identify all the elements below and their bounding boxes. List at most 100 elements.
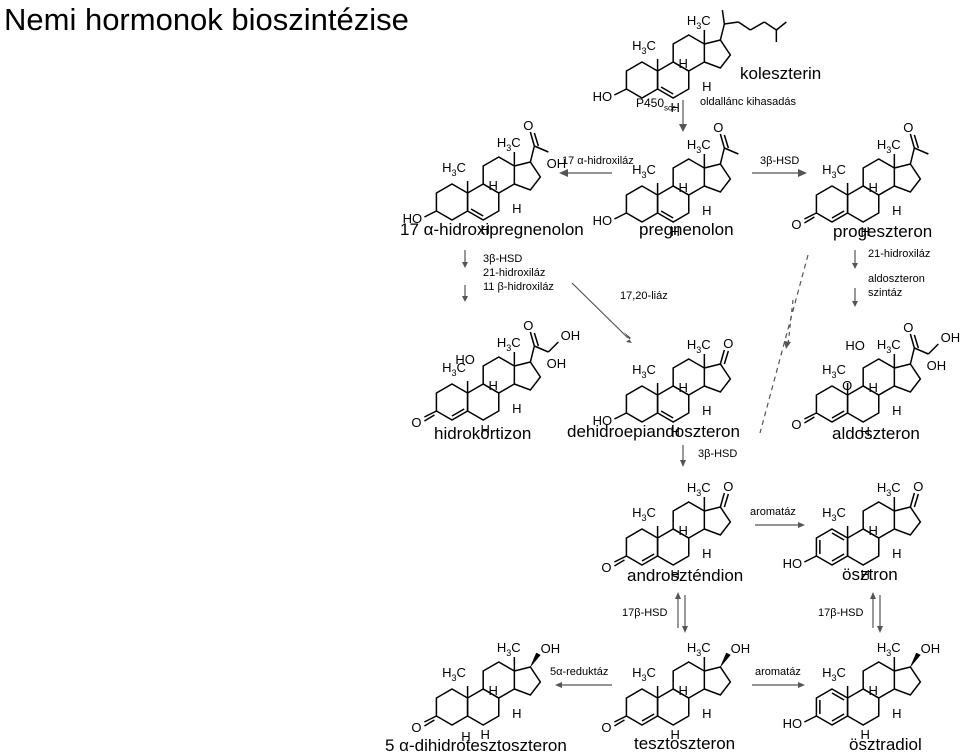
- methyl-label: H3C: [442, 360, 466, 378]
- enzyme-17a-hydroxylase: 17 α-hidroxiláz: [562, 155, 634, 167]
- carbonyl-oxygen-label: O: [723, 336, 733, 351]
- carbonyl-oxygen-label: O: [903, 120, 913, 135]
- methyl-label: H3C: [687, 337, 711, 355]
- hydrogen-label: H: [892, 403, 901, 418]
- arrowhead: [682, 626, 688, 633]
- hydrogen-label: H: [702, 403, 711, 418]
- carbonyl-oxygen-label: O: [713, 120, 723, 135]
- arrowhead: [852, 301, 858, 307]
- carbonyl-oxygen-label: O: [411, 720, 421, 735]
- arrowhead: [559, 169, 568, 177]
- enzyme-line: 3β-HSD: [483, 253, 523, 265]
- enzyme-3b-hsd-top: 3β-HSD: [760, 155, 800, 167]
- hydroxyl-label: OH: [927, 358, 947, 373]
- arrowhead: [798, 169, 807, 177]
- compound-name-cholesterol: koleszterin: [740, 64, 822, 83]
- arrowhead: [852, 263, 858, 269]
- enzyme-5a-reductase: 5α-reduktáz: [550, 666, 609, 678]
- hydroxyl-label: OH: [561, 328, 581, 343]
- oxygen-label: O: [842, 378, 852, 393]
- methyl-label: H3C: [877, 137, 901, 155]
- methyl-label: H3C: [497, 335, 521, 353]
- carbonyl-oxygen-label: O: [523, 118, 533, 133]
- carbonyl-oxygen-label: O: [523, 318, 533, 333]
- methyl-label: H3C: [877, 480, 901, 498]
- hydrogen-label: H: [670, 424, 679, 439]
- enzyme-17b-hsd-right: 17β-HSD: [818, 607, 864, 619]
- arrowhead: [798, 682, 805, 688]
- hydrogen-label: H: [670, 224, 679, 239]
- enzyme-17b-hsd-left: 17β-HSD: [622, 607, 668, 619]
- enzyme-line: 21-hidroxiláz: [868, 248, 931, 260]
- enzyme-side-chain: oldallánc kihasadás: [700, 96, 797, 108]
- arrowhead: [462, 296, 468, 302]
- enzyme-p450scc: P450scc: [636, 96, 677, 113]
- methyl-label: H3C: [822, 505, 846, 523]
- arrow-dashed: [759, 254, 809, 434]
- hydrogen-label: H: [678, 380, 687, 395]
- hydrogen-label: H: [892, 706, 901, 721]
- compound-name-aldosterone: aldoszteron: [832, 424, 920, 443]
- hydroxyl-label: HO: [783, 556, 803, 571]
- compound-name-dht: 5 α-dihidrotesztoszteron: [385, 736, 567, 755]
- hydroxyl-label: HO: [783, 716, 803, 731]
- hydrogen-label: H: [678, 523, 687, 538]
- arrowhead: [462, 262, 468, 268]
- compound-name-estradiol: ösztradiol: [849, 735, 922, 754]
- hydroxyl-label: HO: [455, 352, 475, 367]
- arrowhead: [877, 626, 883, 633]
- compound-name-dhea: dehidroepiandoszteron: [567, 422, 740, 441]
- enzyme-line: 21-hidroxiláz: [483, 267, 546, 279]
- hydroxyl-label: HO: [845, 338, 865, 353]
- arrowhead: [798, 522, 805, 528]
- arrowhead: [680, 460, 686, 467]
- methyl-label: H3C: [632, 362, 656, 380]
- methyl-label: H3C: [687, 480, 711, 498]
- hydrogen-label: H: [670, 727, 679, 742]
- hydroxyl-label: OH: [547, 156, 567, 171]
- hydrogen-label: H: [480, 422, 489, 437]
- carbonyl-oxygen-label: O: [601, 720, 611, 735]
- enzyme-aldosterone-path: 21-hidroxiláz aldoszteron szintáz: [868, 247, 930, 300]
- methyl-label: H3C: [877, 337, 901, 355]
- methyl-label: H3C: [632, 505, 656, 523]
- hydrogen-label: H: [480, 727, 489, 742]
- compound-name-androstenedione: androszténdion: [627, 566, 744, 585]
- hydrogen-label: H: [892, 203, 901, 218]
- carbonyl-oxygen-label: O: [601, 560, 611, 575]
- compound-name-hydroxypregnenolone: 17 α-hidroxipregnenolon: [400, 220, 584, 239]
- compound-name-progesterone: progeszteron: [833, 222, 933, 241]
- methyl-label: H3C: [442, 665, 466, 683]
- methyl-label: H3C: [497, 640, 521, 658]
- hydroxyl-label: HO: [593, 89, 613, 104]
- enzyme-3b-hsd-mid: 3β-HSD: [698, 448, 738, 460]
- hydrogen-label: H: [512, 401, 521, 416]
- hydrogen-label: H: [868, 180, 877, 195]
- hydrogen-label: H: [860, 727, 869, 742]
- methyl-label: H3C: [822, 362, 846, 380]
- slide-title: Nemi hormonok bioszintézise: [4, 2, 409, 37]
- methyl-label: H3C: [442, 160, 466, 178]
- hydrogen-label: H: [892, 546, 901, 561]
- carbonyl-oxygen-label: O: [411, 415, 421, 430]
- methyl-label: H3C: [497, 135, 521, 153]
- methyl-label: H3C: [687, 13, 711, 31]
- compound-name-cortisol: hidrokortizon: [434, 424, 532, 443]
- hydrogen-label: H: [868, 683, 877, 698]
- hydrogen-label: H: [480, 222, 489, 237]
- compound-name-testosterone: tesztoszteron: [634, 734, 736, 753]
- methyl-label: H3C: [632, 162, 656, 180]
- hydroxyl-label: OH: [731, 641, 751, 656]
- arrow-hydroxypreg-dhea: [571, 282, 629, 339]
- hydrogen-label: H: [860, 567, 869, 582]
